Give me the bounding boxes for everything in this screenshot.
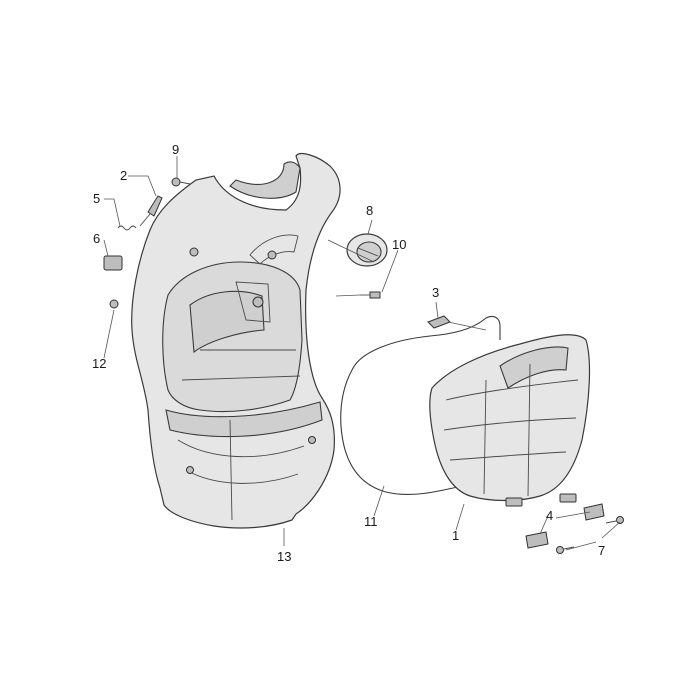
screws-part-7 (556, 516, 624, 554)
leader-lines (103, 156, 621, 551)
bracket-part-4 (525, 503, 605, 549)
callout-1: 1 (452, 528, 459, 543)
callout-6: 6 (93, 231, 100, 246)
clip-part-6 (103, 255, 123, 271)
callout-8: 8 (366, 203, 373, 218)
callout-10: 10 (392, 237, 406, 252)
screw-part-10 (360, 291, 381, 299)
cap-part-8 (346, 233, 388, 267)
lever-part-2 (139, 195, 163, 227)
nut-part-12 (109, 299, 119, 309)
callout-12: 12 (92, 356, 106, 371)
callout-3: 3 (432, 285, 439, 300)
callout-9: 9 (172, 142, 179, 157)
callout-13: 13 (277, 549, 291, 564)
callout-labels: 9 2 5 6 8 10 12 3 11 1 4 7 13 (92, 142, 605, 564)
leg-shield-part-13 (131, 153, 341, 529)
callout-4: 4 (546, 508, 553, 523)
seal-strip-part-11 (340, 315, 501, 495)
glove-box-door-part-1 (429, 334, 591, 507)
tab-part-3 (427, 315, 451, 329)
callout-11: 11 (364, 514, 378, 529)
callout-2: 2 (120, 168, 127, 183)
screw-part-9 (171, 177, 191, 187)
callout-7: 7 (598, 543, 605, 558)
spring-part-5 (117, 225, 137, 231)
callout-5: 5 (93, 191, 100, 206)
